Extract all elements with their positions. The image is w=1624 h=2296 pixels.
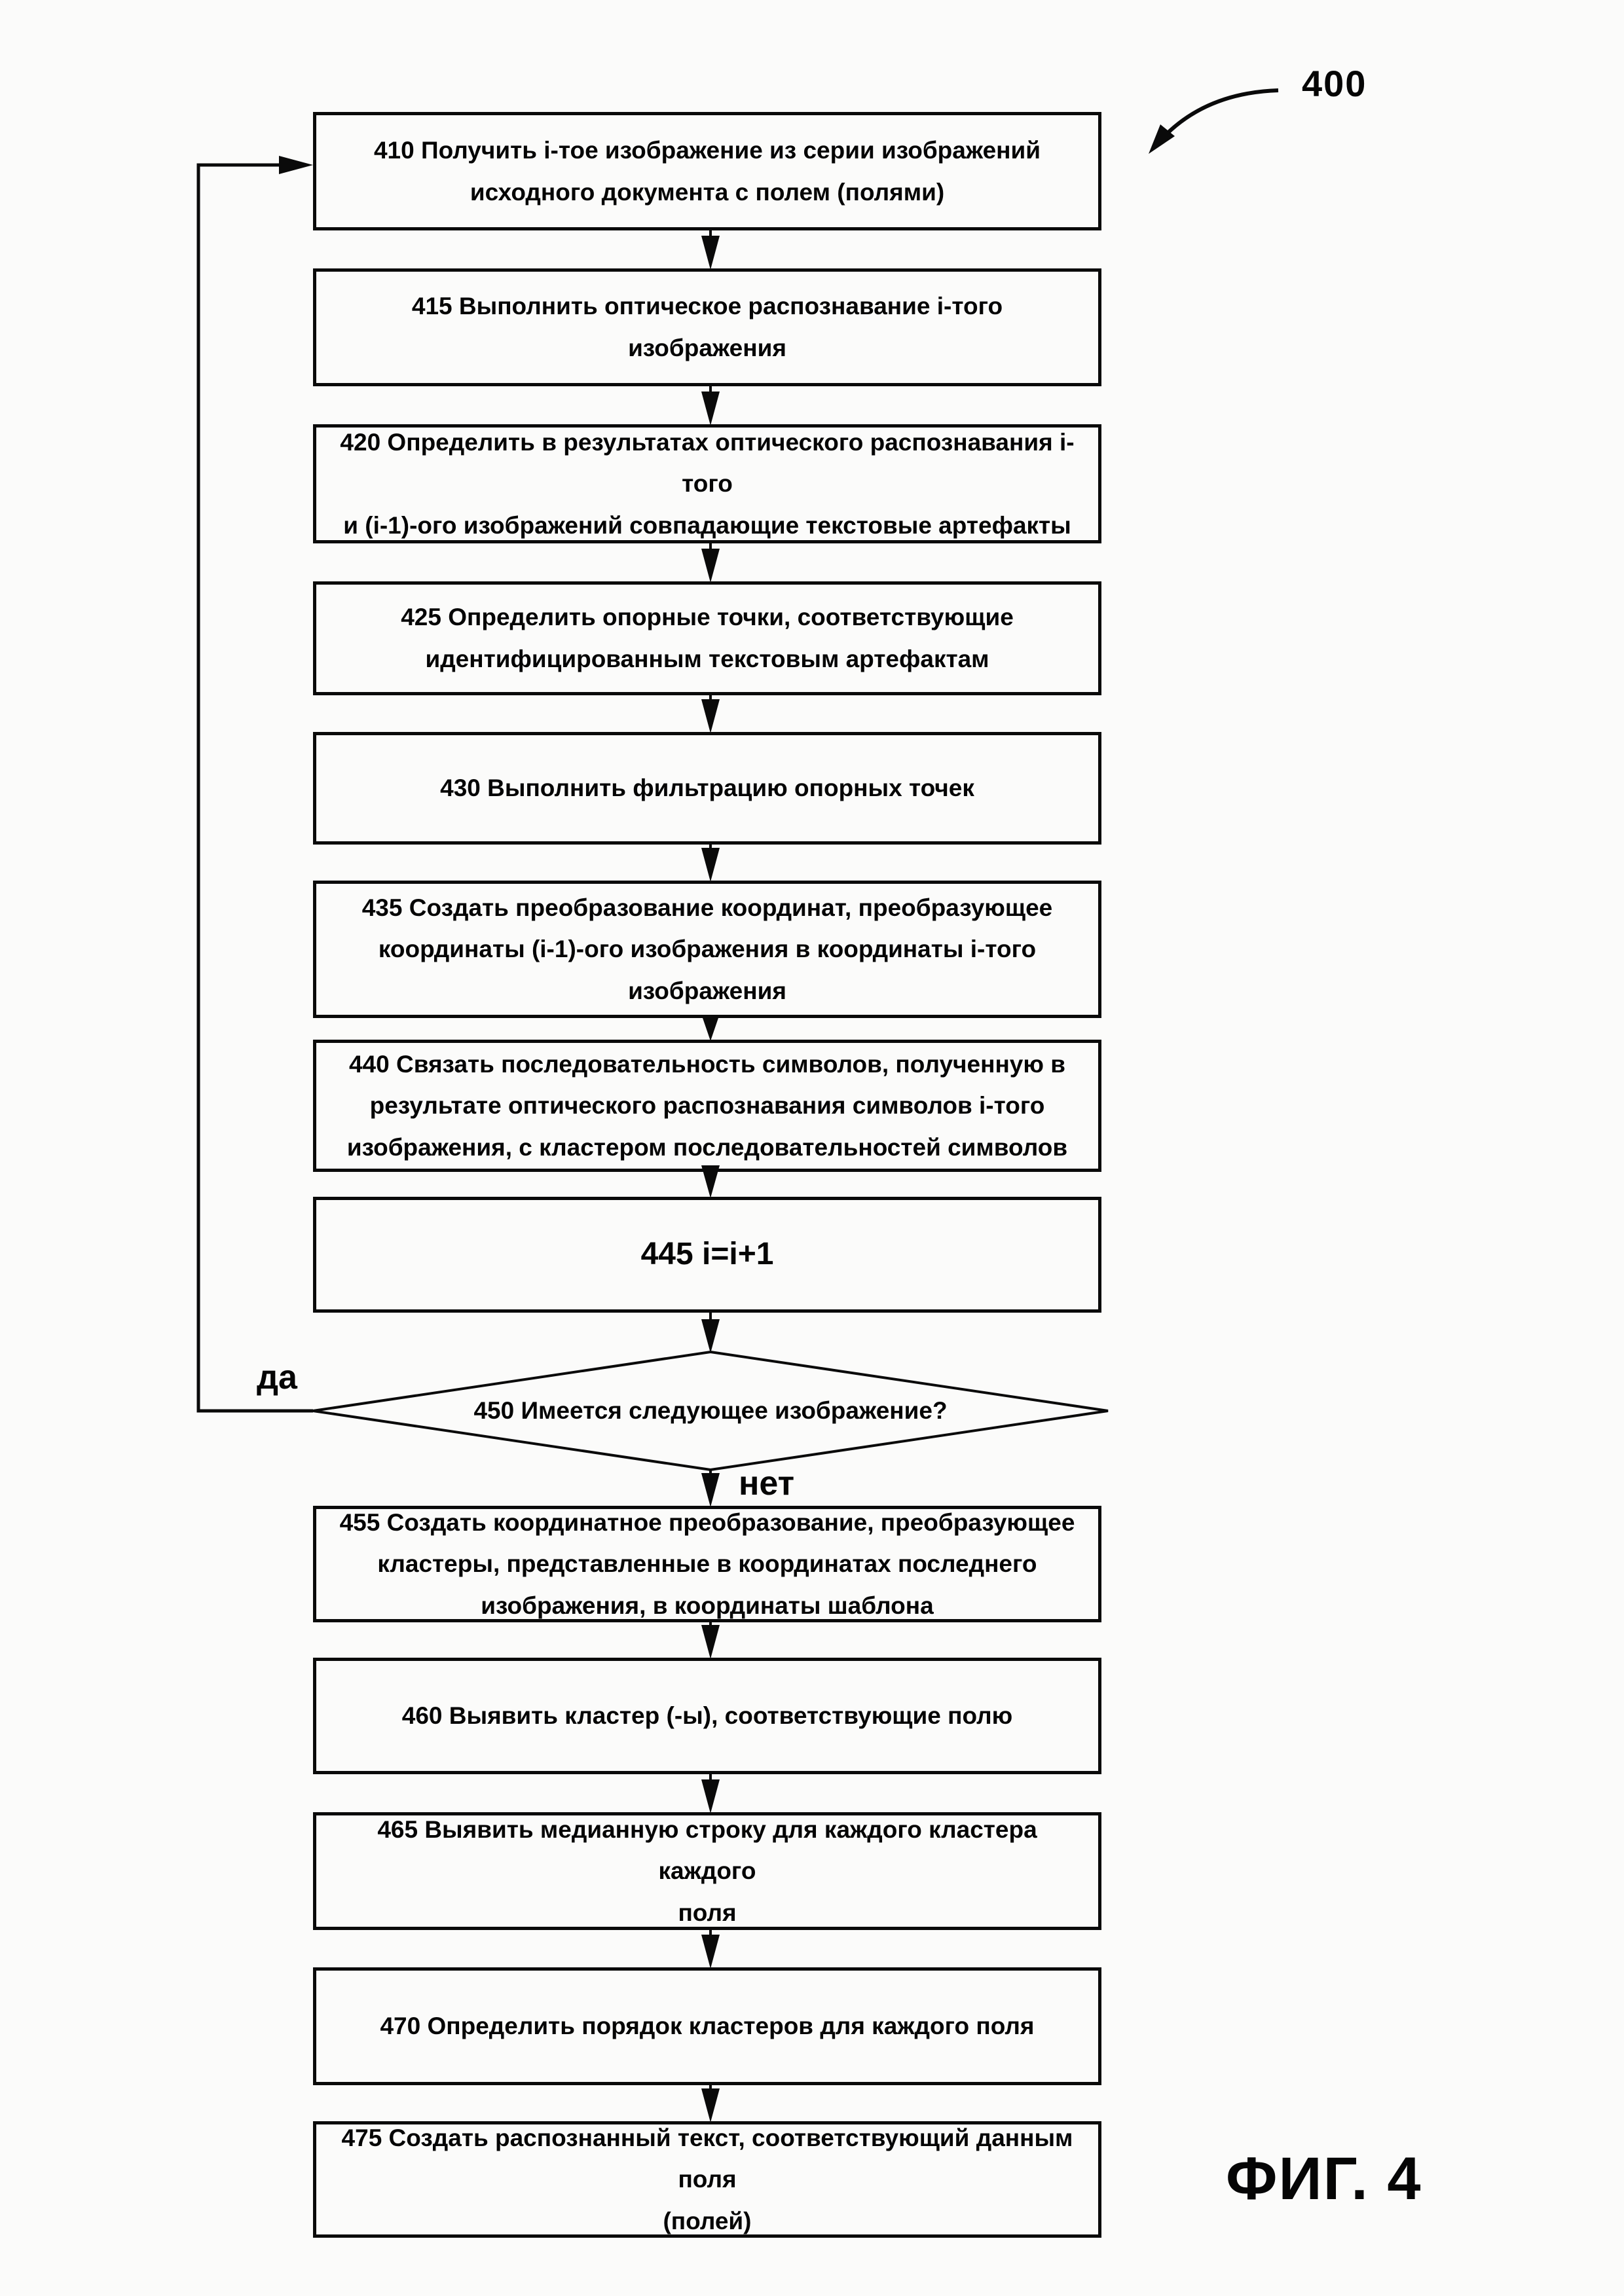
- branch-label-yes: да: [257, 1358, 297, 1396]
- flow-node-455: 455 Создать координатное преобразование,…: [313, 1506, 1101, 1622]
- connector-445-450: [701, 1313, 720, 1353]
- connector-465-470: [701, 1930, 720, 1969]
- connector-425-430: [701, 695, 720, 733]
- flow-node-460: 460 Выявить кластер (-ы), соответствующи…: [313, 1658, 1101, 1774]
- flow-node-470-label: 470 Определить порядок кластеров для каж…: [380, 2013, 1035, 2040]
- flow-node-410: 410 Получить i-тое изображение из серии …: [313, 112, 1101, 230]
- connector-435-440: [702, 1016, 719, 1041]
- flow-node-440: 440 Связать последовательность символов,…: [313, 1040, 1101, 1172]
- connector-455-460: [701, 1622, 720, 1659]
- flow-node-430-label: 430 Выполнить фильтрацию опорных точек: [440, 774, 974, 802]
- flow-node-425: 425 Определить опорные точки, соответств…: [313, 581, 1101, 695]
- flow-node-435-label: 435 Создать преобразование координат, пр…: [361, 894, 1053, 1004]
- flow-node-470: 470 Определить порядок кластеров для каж…: [313, 1967, 1101, 2085]
- flow-node-465: 465 Выявить медианную строку для каждого…: [313, 1812, 1101, 1930]
- connector-410-415: [701, 230, 720, 270]
- connector-460-465: [701, 1774, 720, 1813]
- connector-440-445: [701, 1165, 720, 1198]
- flow-node-475-label: 475 Создать распознанный текст, соответс…: [341, 2124, 1073, 2234]
- flow-decision-450-label: 450 Имеется следующее изображение?: [473, 1397, 948, 1424]
- flow-node-475: 475 Создать распознанный текст, соответс…: [313, 2121, 1101, 2238]
- flow-node-435: 435 Создать преобразование координат, пр…: [313, 881, 1101, 1018]
- flow-decision-450: 450 Имеется следующее изображение?: [313, 1352, 1108, 1470]
- connector-420-425: [701, 543, 720, 583]
- branch-label-no: нет: [739, 1465, 795, 1503]
- flow-node-445: 445 i=i+1: [313, 1197, 1101, 1313]
- flow-node-465-label: 465 Выявить медианную строку для каждого…: [377, 1815, 1037, 1926]
- flow-node-425-label: 425 Определить опорные точки, соответств…: [401, 604, 1014, 672]
- flow-node-415: 415 Выполнить оптическое распознавание i…: [313, 268, 1101, 386]
- connector-430-435: [701, 845, 720, 882]
- flow-node-445-label: 445 i=i+1: [640, 1237, 774, 1272]
- flow-node-455-label: 455 Создать координатное преобразование,…: [339, 1508, 1075, 1619]
- figure-reference-number: 400: [1302, 63, 1367, 104]
- figure-caption: ФИГ. 4: [1226, 2145, 1422, 2212]
- connector-450-455: [701, 1470, 720, 1507]
- figure-ref-arrow: [1149, 88, 1279, 154]
- flow-node-440-label: 440 Связать последовательность символов,…: [346, 1050, 1068, 1161]
- loop-connector-450-410: [196, 156, 313, 1413]
- flow-node-430: 430 Выполнить фильтрацию опорных точек: [313, 732, 1101, 845]
- flow-node-460-label: 460 Выявить кластер (-ы), соответствующи…: [401, 1702, 1013, 1730]
- flow-node-420: 420 Определить в результатах оптического…: [313, 424, 1101, 543]
- connector-415-420: [701, 386, 720, 426]
- connector-470-475: [701, 2085, 720, 2123]
- flow-node-420-label: 420 Определить в результатах оптического…: [340, 428, 1075, 539]
- flow-node-415-label: 415 Выполнить оптическое распознавание i…: [411, 293, 1003, 361]
- flow-node-410-label: 410 Получить i-тое изображение из серии …: [373, 136, 1041, 206]
